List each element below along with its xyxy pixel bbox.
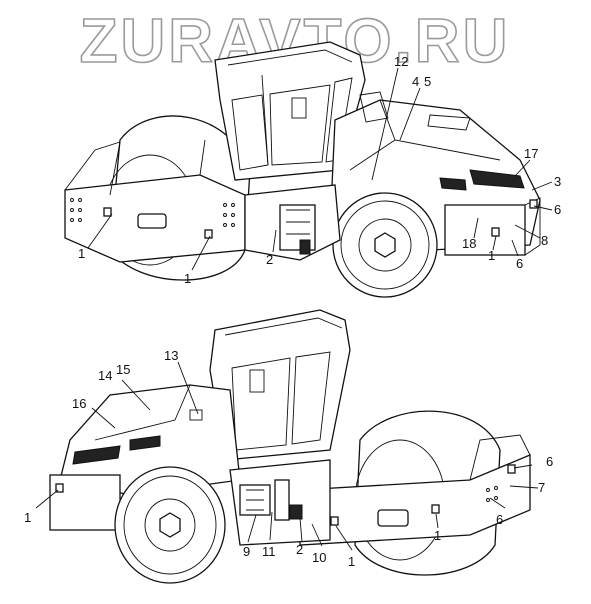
callout-label: 6 [554,202,561,217]
callouts-bottom: 14 15 13 16 1 9 11 2 10 1 1 6 7 6 [24,348,553,569]
callout-label: 18 [462,236,476,251]
callout-label: 17 [524,146,538,161]
rear-wheel-bottom [114,466,226,584]
callout-label: 6 [546,454,553,469]
callout-label: 10 [312,550,326,565]
callout-label: 1 [348,554,355,569]
callout-label: 4 [412,74,419,89]
roller-bottom-view [49,309,531,584]
callout-label: 7 [538,480,545,495]
callout-label: 8 [541,233,548,248]
callout-label: 1 [488,248,495,263]
rear-wheel-top [332,192,438,298]
leader-lines-bottom [35,361,539,551]
leader-lines-top [87,67,553,271]
callout-label: 6 [496,512,503,527]
callout-label: 3 [554,174,561,189]
callout-label: 2 [296,542,303,557]
callout-label: 11 [262,544,276,559]
callout-label: 1 [24,510,31,525]
callout-label: 2 [266,252,273,267]
callout-label: 16 [72,396,86,411]
callout-label: 14 [98,368,112,383]
roller-top-view [64,41,541,298]
callout-label: 12 [394,54,408,69]
callout-label: 15 [116,362,130,377]
watermark-logo: ZURAVTO.RU [80,7,511,76]
callout-label: 1 [434,528,441,543]
callout-label: 5 [424,74,431,89]
callouts-top: 1 1 2 12 4 5 17 3 6 8 6 1 18 [78,54,561,286]
callout-label: 9 [243,544,250,559]
callout-label: 1 [184,271,191,286]
cab-bottom [209,309,351,461]
callout-label: 1 [78,246,85,261]
callout-label: 13 [164,348,178,363]
callout-label: 6 [516,256,523,271]
